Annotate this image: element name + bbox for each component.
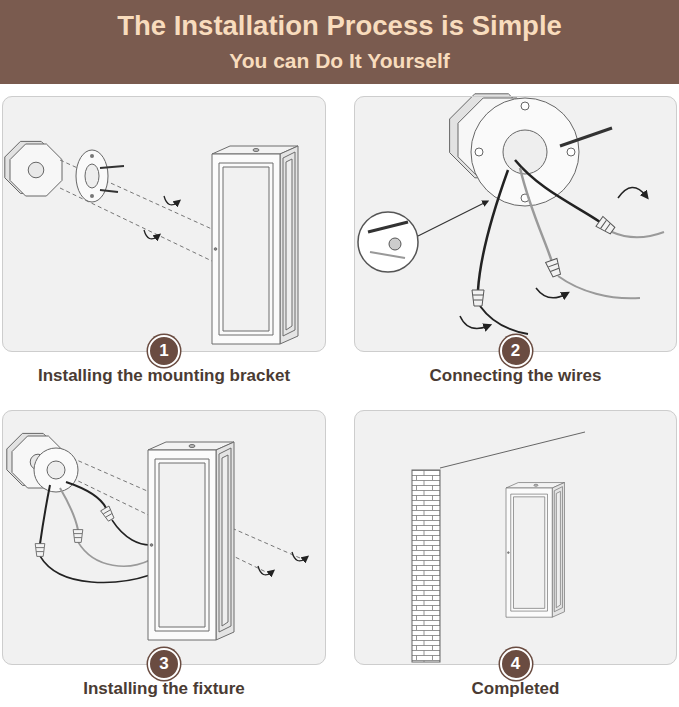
step-number-badge: 4 — [500, 648, 532, 680]
subtitle-text: You can Do It Yourself — [0, 48, 679, 74]
step-panel: Completed4 — [354, 410, 677, 665]
step-number: 4 — [511, 654, 520, 674]
step-caption: Installing the mounting bracket — [38, 365, 290, 387]
step-number: 1 — [159, 341, 168, 361]
step-caption: Installing the fixture — [83, 678, 245, 700]
step-caption: Completed — [472, 678, 560, 700]
step-panel: Installing the fixture3 — [2, 410, 326, 665]
step-panel: Connecting the wires2 — [354, 96, 677, 352]
step-number-badge: 3 — [148, 648, 180, 680]
step-number: 3 — [159, 654, 168, 674]
step-caption: Connecting the wires — [430, 365, 602, 387]
step-number-badge: 1 — [148, 335, 180, 367]
title-text: The Installation Process is Simple — [0, 8, 679, 44]
step-number-badge: 2 — [500, 335, 532, 367]
step-panel: Installing the mounting bracket1 — [2, 96, 326, 352]
step-number: 2 — [511, 341, 520, 361]
